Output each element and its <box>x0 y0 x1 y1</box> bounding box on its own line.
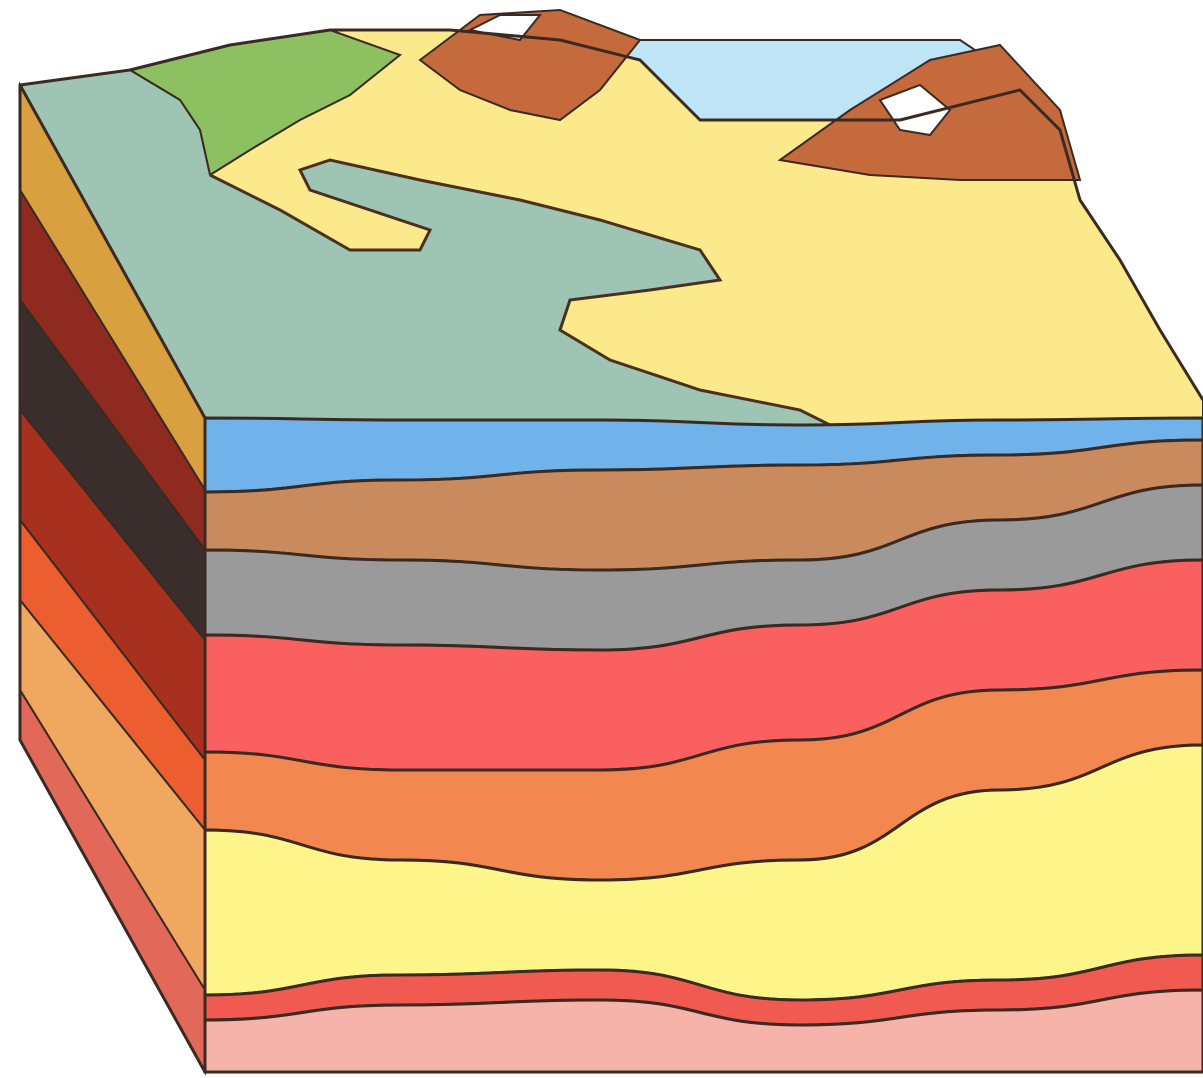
front-face-strata <box>205 418 1203 1072</box>
surface-landscape <box>20 10 1203 440</box>
